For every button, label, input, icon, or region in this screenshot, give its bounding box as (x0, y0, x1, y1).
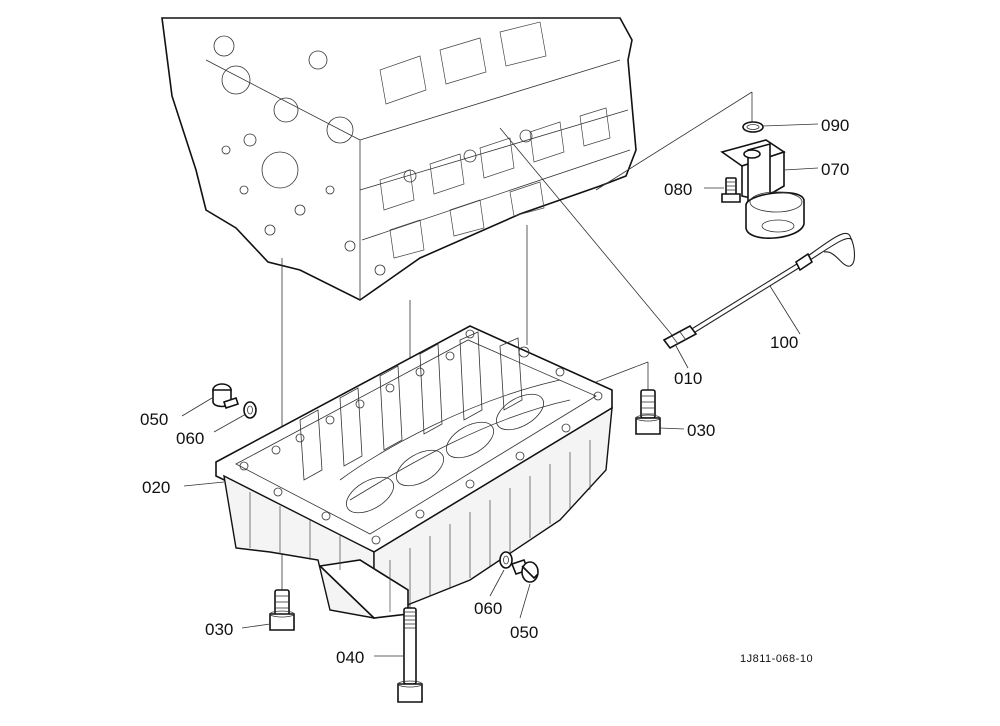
bolt-030-bottom (269, 589, 295, 631)
callout-050-bottom: 050 (510, 623, 538, 642)
callout-060-bottom: 060 (474, 599, 502, 618)
drain-plug-050-left (212, 383, 240, 410)
callout-080: 080 (664, 180, 692, 199)
callout-050-left: 050 (140, 410, 168, 429)
callout-060-left: 060 (176, 429, 204, 448)
callout-010: 010 (674, 369, 702, 388)
callout-090: 090 (821, 116, 849, 135)
bolt-040 (397, 607, 423, 703)
adapter-010 (662, 324, 698, 350)
drawing-code: 1J811-068-10 (740, 653, 813, 665)
drain-plug-050-bottom (510, 559, 539, 583)
o-ring-090 (742, 121, 764, 133)
bolt-030-right (635, 389, 661, 435)
gasket-060-bottom (499, 551, 513, 569)
callout-070: 070 (821, 160, 849, 179)
engine-block (161, 17, 637, 301)
dipstick-guide-070 (720, 139, 805, 239)
callout-040: 040 (336, 648, 364, 667)
bolt-080 (721, 177, 741, 203)
oil-pan (215, 325, 613, 620)
callout-labels: 090 070 080 100 010 030 050 060 020 030 … (140, 116, 849, 667)
callout-leaders (181, 123, 819, 657)
callout-030-right: 030 (687, 421, 715, 440)
gasket-060-left (243, 401, 257, 419)
callout-020: 020 (142, 478, 170, 497)
dipstick-100 (689, 232, 856, 335)
callout-100: 100 (770, 333, 798, 352)
callout-030-bottom: 030 (205, 620, 233, 639)
